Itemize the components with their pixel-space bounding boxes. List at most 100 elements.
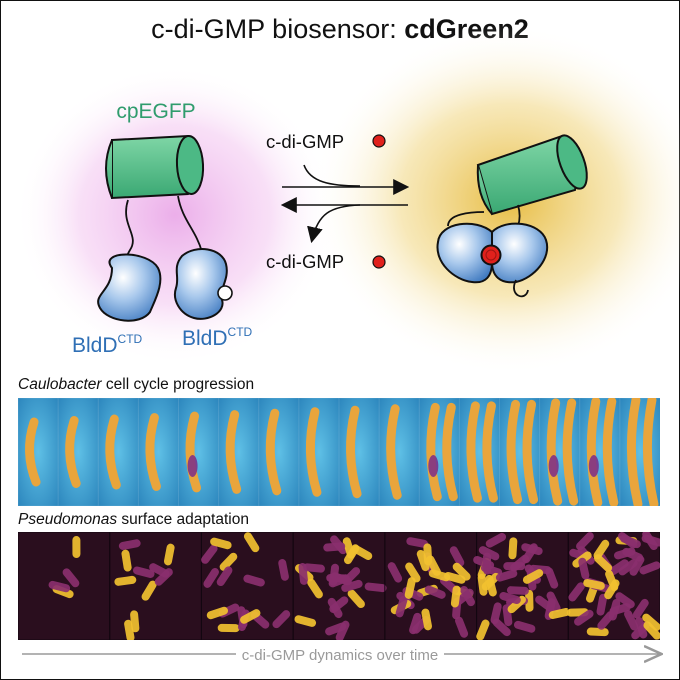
pseudomonas-cell bbox=[328, 574, 350, 588]
caulobacter-cell bbox=[346, 405, 362, 499]
caulobacter-cell bbox=[562, 398, 579, 506]
caulobacter-cell bbox=[305, 407, 322, 497]
caulobacter-frame bbox=[298, 398, 340, 506]
pseudomonas-frame bbox=[473, 532, 571, 640]
caulobacter-cell bbox=[546, 398, 563, 506]
pseudomonas-cell bbox=[576, 532, 594, 551]
closed-linker-left bbox=[447, 211, 485, 227]
caulobacter-label: Caulobacter cell cycle progression bbox=[18, 376, 255, 393]
pseudomonas-cell bbox=[615, 592, 635, 609]
blddctd-dimer bbox=[436, 222, 549, 298]
pseudomonas-cell bbox=[48, 580, 71, 593]
pseudomonas-cell bbox=[513, 620, 536, 633]
caulobacter-cell bbox=[426, 402, 442, 502]
pseudomonas-cell bbox=[341, 579, 363, 592]
pseudomonas-cell bbox=[118, 539, 141, 550]
pseudomonas-cell bbox=[452, 562, 471, 581]
time-axis-caption: c-di-GMP dynamics over time bbox=[0, 647, 680, 664]
pseudomonas-cell bbox=[450, 585, 461, 608]
pseudomonas-cell bbox=[335, 620, 350, 640]
blddctd-label-right: BldDCTD bbox=[182, 325, 253, 350]
pseudomonas-cell bbox=[278, 559, 289, 581]
pseudomonas-cell bbox=[546, 591, 561, 613]
pseudomonas-cell bbox=[298, 562, 308, 585]
pseudomonas-cell bbox=[201, 544, 218, 564]
pseudomonas-frame bbox=[292, 532, 387, 640]
pseudomonas-cell bbox=[449, 546, 465, 567]
pseudomonas-cell bbox=[495, 569, 518, 582]
caulobacter-cell bbox=[442, 402, 458, 502]
pseudomonas-cell bbox=[508, 537, 518, 560]
pseudomonas-cell bbox=[635, 617, 648, 639]
pseudomonas-cell bbox=[387, 562, 403, 583]
pseudomonas-cell bbox=[216, 566, 233, 587]
pseudomonas-cell bbox=[481, 572, 500, 591]
caulobacter-dim-pole bbox=[588, 455, 599, 477]
pseudomonas-cell bbox=[217, 623, 240, 633]
pseudomonas-cell bbox=[548, 607, 571, 619]
caulobacter-frame bbox=[97, 398, 140, 506]
pseudomonas-cell bbox=[404, 577, 416, 599]
pseudomonas-cell bbox=[618, 532, 638, 549]
pseudomonas-cell bbox=[609, 603, 631, 616]
caulobacter-dim-pole bbox=[428, 455, 439, 477]
caulobacter-frame bbox=[458, 398, 501, 506]
pseudomonas-cell bbox=[72, 536, 81, 559]
pseudomonas-cell bbox=[624, 609, 639, 631]
pseudomonas-cell bbox=[206, 606, 229, 620]
ligand-release-curve bbox=[307, 204, 361, 244]
pseudomonas-cell bbox=[343, 544, 360, 565]
pseudomonas-cell bbox=[568, 582, 585, 602]
pseudomonas-cell bbox=[395, 595, 408, 618]
pseudomonas-cell bbox=[632, 598, 649, 619]
caulobacter-cell bbox=[506, 399, 523, 505]
ligand-in-dot bbox=[372, 134, 386, 148]
pseudomonas-cell bbox=[203, 568, 219, 588]
caulobacter-frame bbox=[619, 398, 660, 506]
pseudomonas-cell bbox=[424, 585, 446, 599]
cpegfp-label: cpEGFP bbox=[116, 100, 195, 123]
pseudomonas-cell bbox=[597, 611, 615, 630]
cpegfp-barrel-closed bbox=[476, 134, 588, 216]
pseudomonas-cell bbox=[593, 539, 610, 560]
pseudomonas-frame bbox=[109, 532, 202, 640]
blddctd-domain-right bbox=[174, 248, 233, 320]
caulobacter-cell bbox=[105, 414, 121, 490]
pseudomonas-frame bbox=[384, 532, 478, 640]
pseudomonas-cell bbox=[364, 582, 387, 593]
pseudomonas-cell bbox=[622, 547, 644, 562]
caulobacter-dim-pole bbox=[187, 455, 198, 477]
caulobacter-cell bbox=[25, 417, 41, 487]
pseudomonas-cell bbox=[478, 546, 500, 561]
caulobacter-cell bbox=[265, 408, 282, 496]
pseudomonas-cell bbox=[609, 559, 629, 576]
pseudomonas-cell bbox=[490, 602, 502, 625]
pseudomonas-cell bbox=[406, 537, 429, 548]
pseudomonas-cell bbox=[132, 566, 155, 578]
pseudomonas-cell bbox=[240, 609, 261, 624]
caulobacter-frame bbox=[378, 398, 421, 506]
pseudomonas-cell bbox=[219, 552, 238, 571]
caulobacter-frame bbox=[218, 398, 260, 506]
pseudomonas-cell bbox=[428, 569, 451, 582]
cpegfp-barrel-open bbox=[105, 134, 205, 200]
pseudomonas-cell bbox=[499, 592, 521, 604]
pseudomonas-cell bbox=[596, 593, 608, 616]
blddctd-label-left: BldDCTD bbox=[72, 332, 143, 357]
caulobacter-cell bbox=[586, 398, 603, 506]
pseudomonas-cell bbox=[586, 627, 609, 637]
pseudomonas-cell bbox=[522, 569, 544, 584]
ligand-binding-curve bbox=[303, 164, 361, 187]
pseudomonas-cell bbox=[272, 610, 291, 629]
pseudomonas-cell bbox=[141, 580, 157, 601]
pseudomonas-cell bbox=[507, 595, 526, 614]
pseudomonas-cell bbox=[423, 543, 433, 566]
pseudomonas-cell bbox=[639, 561, 660, 575]
pseudomonas-cell bbox=[503, 562, 526, 571]
linker-right bbox=[177, 195, 203, 253]
ligand-out-label: c-di-GMP bbox=[266, 251, 344, 272]
pseudomonas-cell bbox=[642, 613, 660, 631]
pseudomonas-cell bbox=[416, 549, 430, 572]
pseudomonas-cell bbox=[506, 586, 529, 595]
caulobacter-frame bbox=[137, 398, 180, 506]
